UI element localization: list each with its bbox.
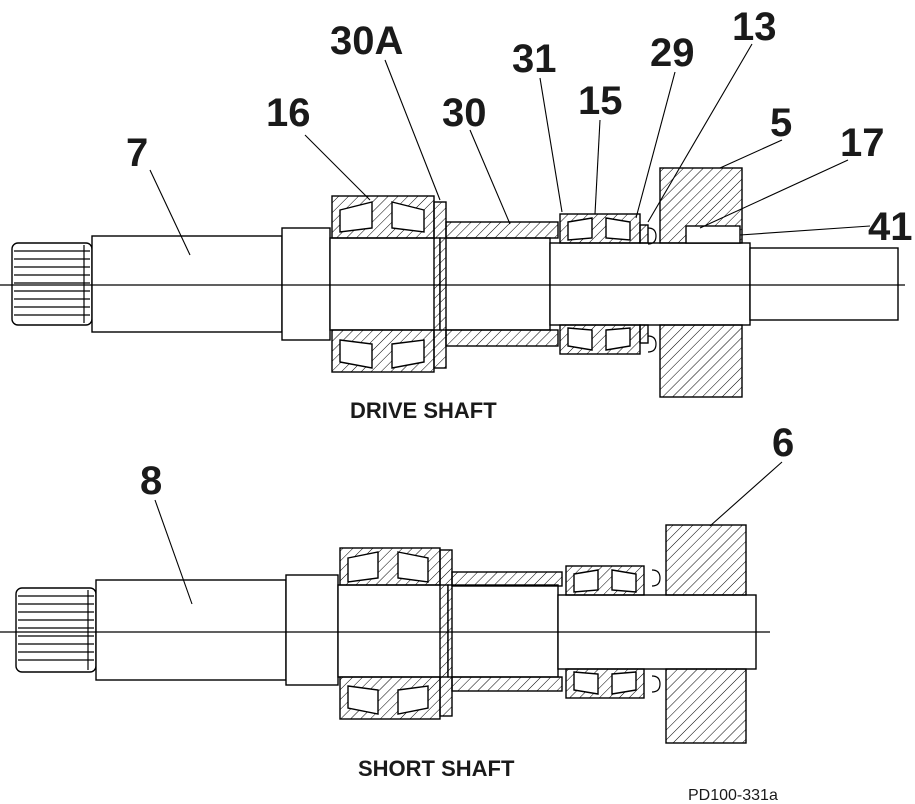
callout-6: 6 xyxy=(772,421,794,465)
callout-31: 31 xyxy=(512,37,557,81)
callout-30: 30 xyxy=(442,91,487,135)
drive-spline-end xyxy=(11,242,93,326)
leader-30a xyxy=(384,59,441,201)
drive-shaft-outer xyxy=(549,242,751,326)
leader-15 xyxy=(594,119,601,215)
hub-5-bottom xyxy=(659,324,743,398)
drive-shaft-leaders xyxy=(149,43,871,256)
drive-shaft-tail xyxy=(749,247,899,321)
document-id: PD100-331a xyxy=(688,787,778,804)
short-shaft-drawing xyxy=(0,524,770,744)
short-shaft-shoulder xyxy=(285,574,339,686)
leader-7 xyxy=(149,169,191,256)
short-shaft-leaders xyxy=(154,461,783,605)
leader-6 xyxy=(709,461,783,527)
leader-5 xyxy=(719,139,783,169)
drive-shaft-bearing-seat xyxy=(329,237,441,331)
short-sleeve-top xyxy=(451,571,563,587)
callout-13: 13 xyxy=(732,5,777,49)
drive-shaft-shoulder xyxy=(281,227,331,341)
hub-6-top xyxy=(665,524,747,596)
caption-short-shaft: SHORT SHAFT xyxy=(358,756,515,781)
callout-30a: 30A xyxy=(330,19,403,63)
sleeve-30-top xyxy=(445,221,559,239)
drive-shaft-body xyxy=(91,235,283,333)
key-17 xyxy=(685,225,741,244)
callout-8: 8 xyxy=(140,459,162,503)
callout-16: 16 xyxy=(266,91,311,135)
short-shaft-bearing-seat xyxy=(337,584,449,678)
leader-29 xyxy=(635,71,676,219)
short-shaft-body xyxy=(95,579,287,681)
sleeve-30-bottom xyxy=(445,329,559,347)
callout-7: 7 xyxy=(126,131,148,175)
callout-5: 5 xyxy=(770,101,792,145)
leader-41 xyxy=(739,225,871,236)
short-shaft-mid xyxy=(447,584,559,678)
callout-labels: 7 16 30A 30 31 15 29 13 5 17 41 8 6 xyxy=(126,5,913,503)
short-spline-teeth xyxy=(18,590,94,670)
drive-shaft-drawing xyxy=(0,167,905,398)
callout-41: 41 xyxy=(868,205,913,249)
leader-31 xyxy=(539,77,563,213)
callout-15: 15 xyxy=(578,79,623,123)
snap-ring-13-top xyxy=(647,227,657,245)
short-spacer xyxy=(439,549,453,717)
callout-17: 17 xyxy=(840,121,885,165)
leader-8 xyxy=(154,499,193,605)
leader-17 xyxy=(699,159,849,229)
leader-13 xyxy=(647,43,753,223)
snap-ring-13-bottom xyxy=(647,335,657,353)
caption-drive-shaft: DRIVE SHAFT xyxy=(350,398,497,423)
short-sleeve-bottom xyxy=(451,676,563,692)
hub-6-bottom xyxy=(665,668,747,744)
drive-shaft-mid xyxy=(439,237,551,331)
callout-29: 29 xyxy=(650,31,695,75)
leader-16 xyxy=(304,134,371,201)
leader-30 xyxy=(469,129,511,225)
spacer-30a xyxy=(433,201,447,369)
drive-spline-teeth xyxy=(14,245,90,323)
